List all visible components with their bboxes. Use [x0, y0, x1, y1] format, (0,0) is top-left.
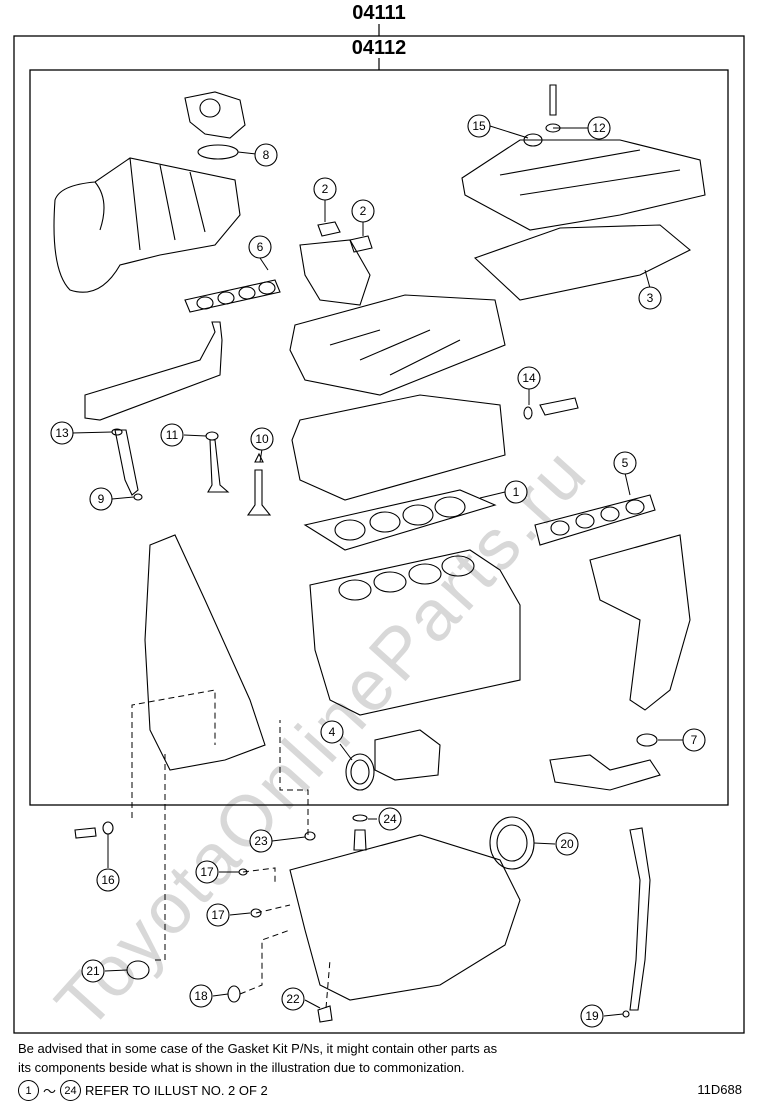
- callout-22: [281, 987, 305, 1011]
- callout-label-9: 9: [98, 492, 105, 506]
- throttle-body: [184, 91, 246, 139]
- callout-label-4: 4: [329, 725, 336, 739]
- fuel-rail: [84, 321, 223, 421]
- callout-1: [504, 480, 528, 504]
- callout-label-16: 16: [101, 873, 115, 887]
- callout-3: [638, 286, 662, 310]
- ref-separator: ～: [43, 1084, 57, 1099]
- callout-label-18: 18: [194, 989, 208, 1003]
- intake-manifold: [53, 157, 241, 293]
- callout-6: [248, 235, 272, 259]
- callout-5: [613, 451, 637, 475]
- callout-label-2b: 2: [360, 204, 367, 218]
- water-outlet: [374, 729, 441, 781]
- callout-label-19: 19: [585, 1009, 599, 1023]
- callout-23: [249, 829, 273, 853]
- advisory-note-line2: its components beside what is shown in t…: [18, 1060, 465, 1075]
- callout-label-14: 14: [522, 371, 536, 385]
- callout-label-15: 15: [472, 119, 486, 133]
- callout-label-7: 7: [691, 733, 698, 747]
- callout-8: [254, 143, 278, 167]
- callout-7: [682, 728, 706, 752]
- ref-end-circle: 24: [60, 1080, 82, 1101]
- callout-label-1: 1: [513, 485, 520, 499]
- callout-17a: [195, 860, 219, 884]
- callout-19: [580, 1004, 604, 1028]
- callout-14: [517, 366, 541, 390]
- callout-label-23: 23: [254, 834, 268, 848]
- head-gasket: [303, 489, 497, 551]
- ref-text: REFER TO ILLUST NO. 2 OF 2: [85, 1083, 268, 1098]
- exhaust-gasket: [534, 494, 656, 546]
- ref-start-circle: 1: [18, 1080, 39, 1101]
- callout-label-17b: 17: [211, 908, 225, 922]
- callout-label-5: 5: [622, 456, 629, 470]
- exhaust-pipe: [549, 754, 661, 791]
- callout-17b: [206, 903, 230, 927]
- callout-label-22: 22: [286, 992, 300, 1006]
- callout-label-8: 8: [263, 148, 270, 162]
- oil-pan: [289, 834, 521, 1001]
- kit-04112-frame: [29, 69, 729, 806]
- o-ring: [197, 144, 239, 160]
- callout-10: [250, 427, 274, 451]
- camshaft-housing: [289, 294, 506, 396]
- callout-label-2a: 2: [322, 182, 329, 196]
- callout-20: [555, 832, 579, 856]
- callout-9: [89, 487, 113, 511]
- timing-chain-cover: [144, 534, 266, 771]
- cylinder-head: [291, 394, 506, 501]
- illustration-code: 11D688: [697, 1082, 742, 1097]
- valve-exhaust: [207, 439, 230, 493]
- advisory-note-line1: Be advised that in some case of the Gask…: [18, 1041, 498, 1056]
- callout-label-13: 13: [55, 426, 69, 440]
- kit-04112-label: 04112: [351, 37, 407, 59]
- callout-label-11: 11: [166, 428, 179, 442]
- callout-18: [189, 984, 213, 1008]
- callout-group: [50, 114, 706, 1028]
- callout-label-20: 20: [560, 837, 574, 851]
- callout-label-21: 21: [86, 964, 100, 978]
- callout-2b: [351, 199, 375, 223]
- callout-label-12: 12: [592, 121, 606, 135]
- callout-15: [467, 114, 491, 138]
- callout-label-24: 24: [383, 812, 397, 826]
- reference-note: 1 ～ 24 REFER TO ILLUST NO. 2 OF 2: [18, 1080, 268, 1101]
- exhaust-manifold: [589, 534, 691, 711]
- callout-label-3: 3: [647, 291, 654, 305]
- callout-24: [378, 807, 402, 831]
- kit-04111-label: 04111: [352, 2, 406, 24]
- oil-seal-21: [126, 960, 150, 980]
- front-oil-seal: [345, 753, 375, 791]
- callout-16: [96, 868, 120, 892]
- valve-spring: [246, 469, 272, 516]
- callout-label-10: 10: [255, 432, 269, 446]
- valve-intake: [114, 429, 139, 496]
- callout-12: [587, 116, 611, 140]
- kit-04111-frame: [13, 35, 745, 1034]
- callout-11: [160, 423, 184, 447]
- callout-4: [320, 720, 344, 744]
- callout-13: [50, 421, 74, 445]
- callout-label-17a: 17: [200, 865, 214, 879]
- oil-level-gauge: [629, 827, 651, 1011]
- callout-2a: [313, 177, 337, 201]
- head-cover-gasket: [473, 224, 691, 301]
- cylinder-head-cover: [461, 139, 706, 231]
- callout-label-6: 6: [257, 240, 264, 254]
- callout-21: [81, 959, 105, 983]
- cylinder-block: [309, 549, 521, 716]
